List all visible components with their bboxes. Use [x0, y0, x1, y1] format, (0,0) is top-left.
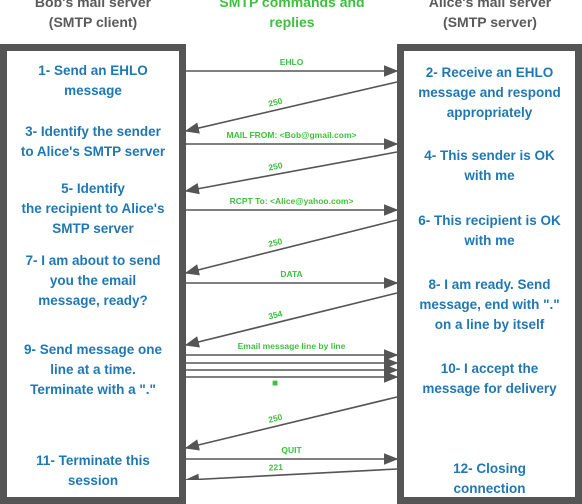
commands-header-line-2: replies — [269, 14, 315, 30]
server-step-10: 10- I accept the message for delivery — [404, 359, 575, 399]
client-header: Bob's mail server (SMTP client) — [0, 0, 186, 32]
server-step-6-line-1: 6- This recipient is OK — [418, 213, 561, 228]
terminator-mark: ■ — [272, 378, 278, 389]
server-panel: 2- Receive an EHLO message and respond a… — [397, 44, 582, 504]
message-label-9: Email message line by line — [238, 341, 346, 351]
server-step-4: 4- This sender is OK with me — [404, 146, 575, 186]
client-step-5-line-1: 5- Identify — [61, 181, 125, 196]
message-arrow-15 — [184, 468, 398, 480]
commands-header-line-1: SMTP commands and — [219, 0, 365, 10]
client-header-line-1: Bob's mail server — [34, 0, 152, 10]
message-label-13: 250 — [267, 412, 283, 425]
client-panel: 1- Send an EHLO message 3- Identify the … — [0, 44, 186, 504]
client-step-7-line-2: you the email — [49, 273, 137, 288]
client-step-5-line-2: the recipient to Alice's — [21, 201, 165, 216]
message-label-6: 250 — [267, 236, 283, 249]
server-header-line-2: (SMTP server) — [443, 14, 537, 30]
client-step-11-line-1: 11- Terminate this — [36, 453, 150, 468]
message-label-4: 250 — [268, 160, 284, 172]
client-step-7-line-3: message, ready? — [38, 293, 148, 308]
message-arrow-6 — [184, 219, 398, 276]
message-arrow-13 — [184, 396, 398, 451]
commands-header: SMTP commands and replies — [186, 0, 398, 32]
server-step-2-line-2: message and respond — [418, 85, 561, 100]
message-label-14: QUIT — [281, 445, 302, 455]
client-step-9-line-3: Terminate with a "." — [30, 382, 156, 397]
message-arrow-2 — [184, 81, 398, 134]
client-header-line-2: (SMTP client) — [48, 14, 138, 30]
server-header: Alice's mail server (SMTP server) — [398, 0, 582, 32]
message-arrow-8 — [184, 292, 398, 348]
client-step-3-line-2: to Alice's SMTP server — [20, 144, 166, 159]
message-label-3: MAIL FROM: <Bob@gmail.com> — [227, 130, 357, 140]
client-step-9: 9- Send message one line at a time. Term… — [7, 340, 179, 400]
client-step-1: 1- Send an EHLO message — [7, 61, 179, 101]
server-step-10-line-1: 10- I accept the — [440, 361, 539, 376]
server-step-2: 2- Receive an EHLO message and respond a… — [404, 63, 575, 123]
client-step-3: 3- Identify the sender to Alice's SMTP s… — [7, 122, 179, 162]
client-step-1-line-1: 1- Send an EHLO — [38, 63, 148, 78]
message-label-7: DATA — [280, 269, 302, 279]
client-step-9-line-2: line at a time. — [50, 362, 136, 377]
message-label-8: 354 — [267, 308, 283, 321]
server-step-8-line-1: 8- I am ready. Send — [428, 277, 551, 292]
message-label-1: EHLO — [280, 57, 304, 67]
server-step-8-line-3: on a line by itself — [434, 317, 545, 332]
client-step-7-line-1: 7- I am about to send — [25, 253, 161, 268]
server-step-6: 6- This recipient is OK with me — [404, 211, 575, 251]
server-step-2-line-3: appropriately — [446, 105, 533, 120]
client-step-5-line-3: SMTP server — [52, 221, 134, 236]
message-arrow-4 — [184, 151, 398, 195]
server-step-6-line-2: with me — [464, 233, 515, 248]
server-step-4-line-2: with me — [464, 168, 515, 183]
server-step-2-line-1: 2- Receive an EHLO — [425, 65, 554, 80]
server-step-10-line-2: message for delivery — [422, 381, 557, 396]
message-label-5: RCPT To: <Alice@yahoo.com> — [230, 196, 354, 206]
server-step-12-line-2: connection — [453, 481, 526, 496]
server-step-4-line-1: 4- This sender is OK — [424, 148, 555, 163]
server-step-8: 8- I am ready. Send message, end with ".… — [404, 275, 575, 335]
server-step-8-line-2: message, end with "." — [419, 297, 560, 312]
client-step-9-line-1: 9- Send message one — [23, 342, 163, 357]
message-label-2: 250 — [267, 96, 283, 109]
client-step-7: 7- I am about to send you the email mess… — [7, 251, 179, 311]
message-label-15: 221 — [268, 462, 283, 473]
server-header-line-1: Alice's mail server — [428, 0, 552, 10]
client-step-3-line-1: 3- Identify the sender — [25, 124, 161, 139]
client-step-5: 5- Identify the recipient to Alice's SMT… — [7, 179, 179, 239]
server-step-12-line-1: 12- Closing — [453, 461, 526, 476]
client-step-1-line-2: message — [64, 83, 122, 98]
